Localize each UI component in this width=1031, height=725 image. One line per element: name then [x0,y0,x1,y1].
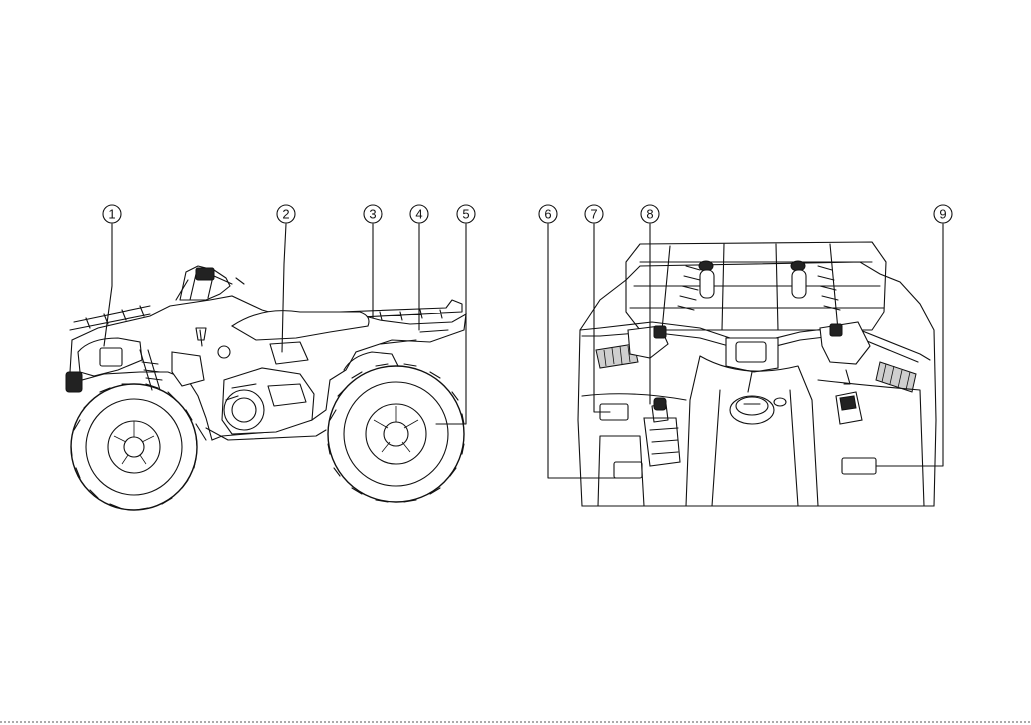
rear-wheel [328,364,464,502]
callout-1-number: 1 [108,207,115,222]
callout-2-number: 2 [282,207,289,222]
callout-3: 3 [364,205,382,223]
callout-6: 6 [539,205,557,223]
callout-5-number: 5 [462,207,469,222]
callout-8: 8 [641,205,659,223]
callout-9-number: 9 [939,207,946,222]
atv-side-view [66,266,466,510]
callout-8-number: 8 [646,207,653,222]
callout-4: 4 [410,205,428,223]
callout-4-number: 4 [415,207,422,222]
callout-1: 1 [103,205,121,223]
callout-5: 5 [457,205,475,223]
callout-6-number: 6 [544,207,551,222]
callout-3-number: 3 [369,207,376,222]
callout-7: 7 [585,205,603,223]
callout-7-number: 7 [590,207,597,222]
front-wheel [71,384,197,510]
callout-9: 9 [934,205,952,223]
callout-2: 2 [277,205,295,223]
